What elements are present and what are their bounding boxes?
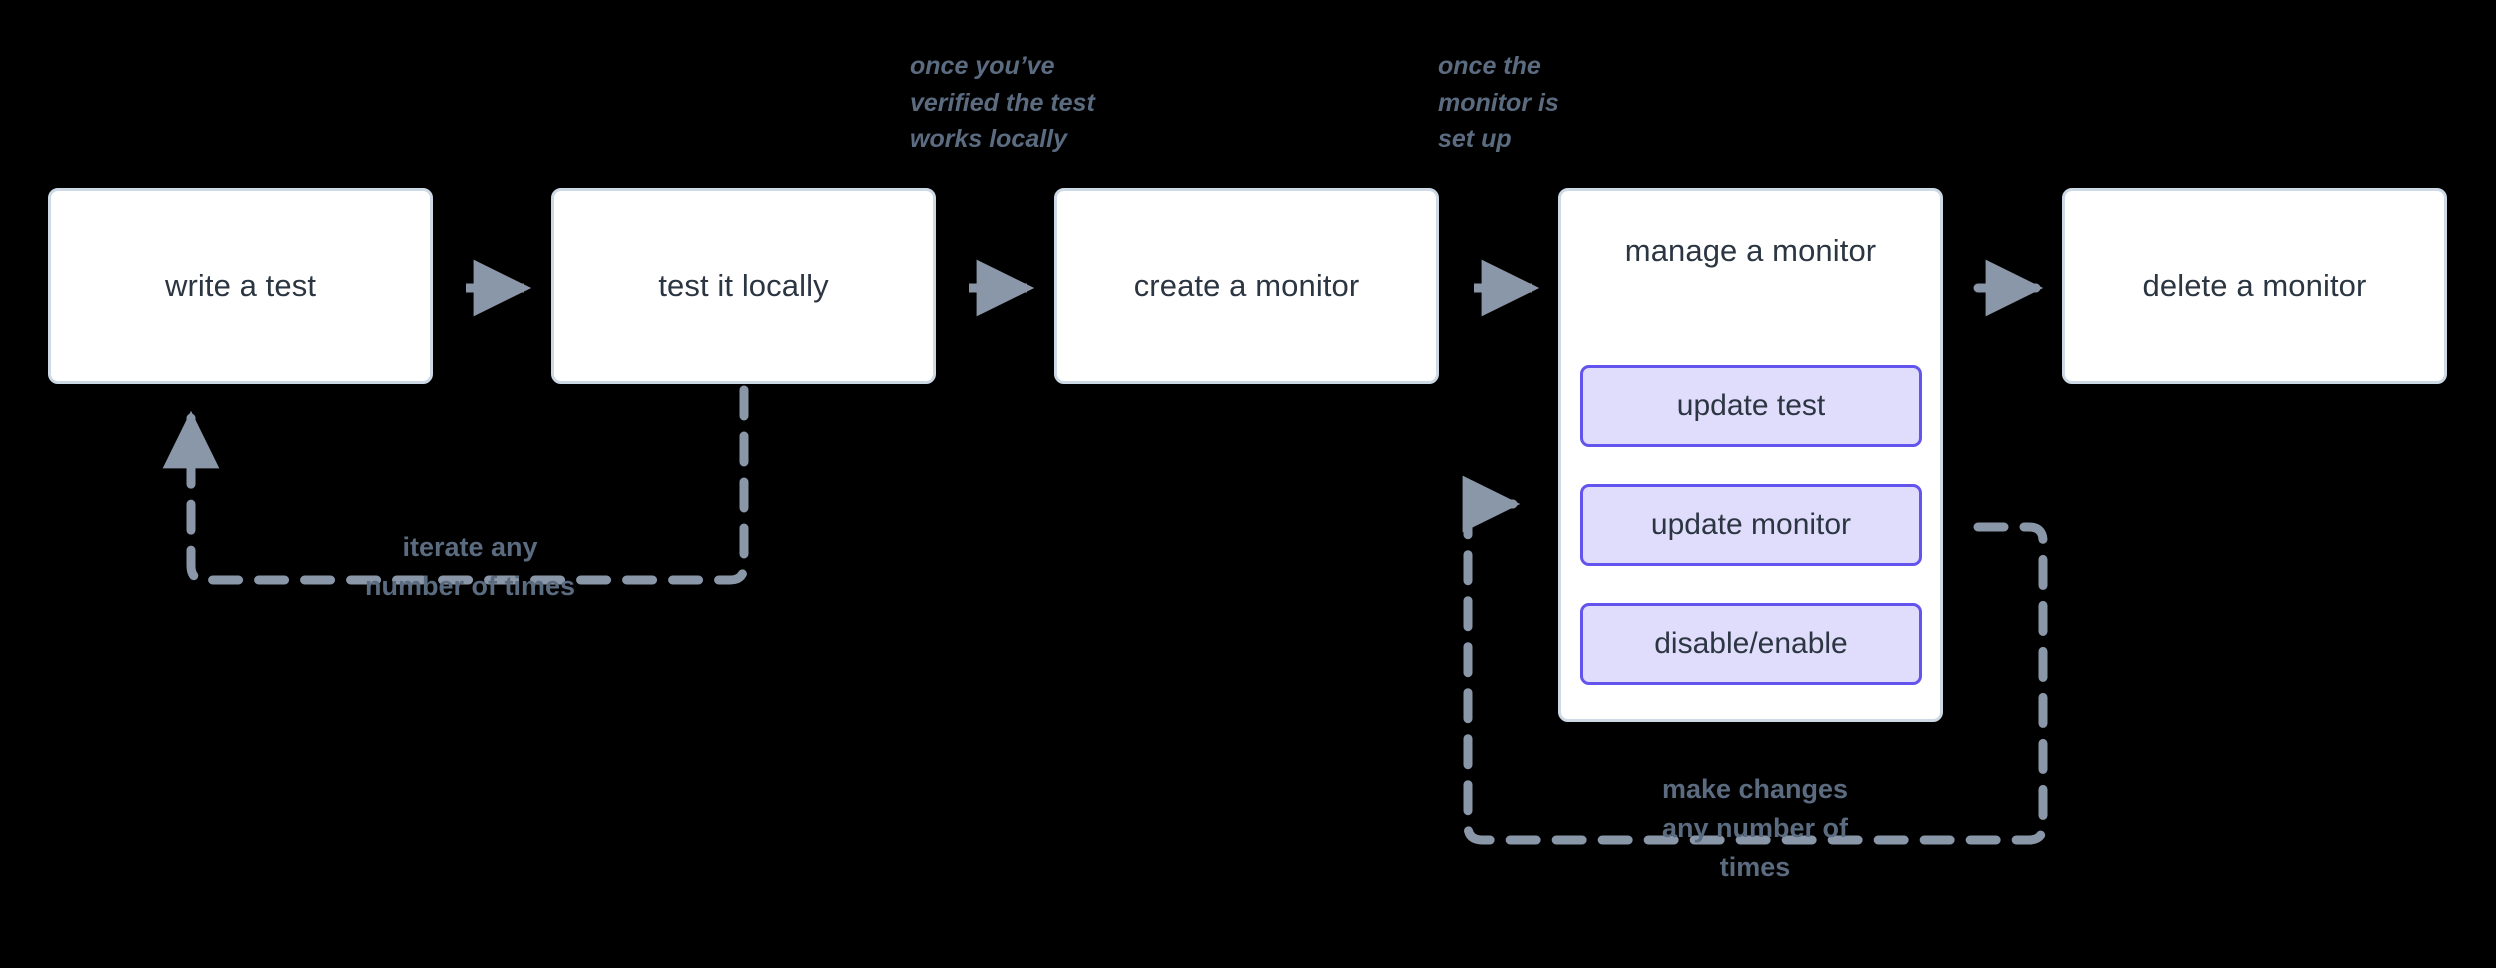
- note-iterate: iterate any number of times: [364, 532, 576, 602]
- subnode-label: disable/enable: [1654, 627, 1848, 660]
- subnode-label: update monitor: [1650, 508, 1852, 541]
- node-label: delete a monitor: [2142, 268, 2367, 303]
- node-test-it-locally[interactable]: test it locally: [551, 188, 936, 384]
- note-verified-locally: once you’ve verified the test works loca…: [910, 52, 1095, 153]
- subnode-disable-enable[interactable]: disable/enable: [1580, 603, 1922, 685]
- node-label: write a test: [164, 268, 317, 303]
- node-label: test it locally: [658, 268, 829, 303]
- subnode-update-test[interactable]: update test: [1580, 365, 1922, 447]
- node-write-a-test[interactable]: write a test: [48, 188, 433, 384]
- node-label: create a monitor: [1133, 268, 1360, 303]
- note-monitor-set-up: once the monitor is set up: [1438, 52, 1559, 153]
- subnode-update-monitor[interactable]: update monitor: [1580, 484, 1922, 566]
- note-make-changes: make changes any number of times: [1661, 774, 1849, 883]
- node-create-a-monitor[interactable]: create a monitor: [1054, 188, 1439, 384]
- node-manage-a-monitor[interactable]: manage a monitor update test update moni…: [1558, 188, 1943, 722]
- node-delete-a-monitor[interactable]: delete a monitor: [2062, 188, 2447, 384]
- node-label: manage a monitor: [1624, 233, 1877, 268]
- subnode-label: update test: [1676, 389, 1826, 422]
